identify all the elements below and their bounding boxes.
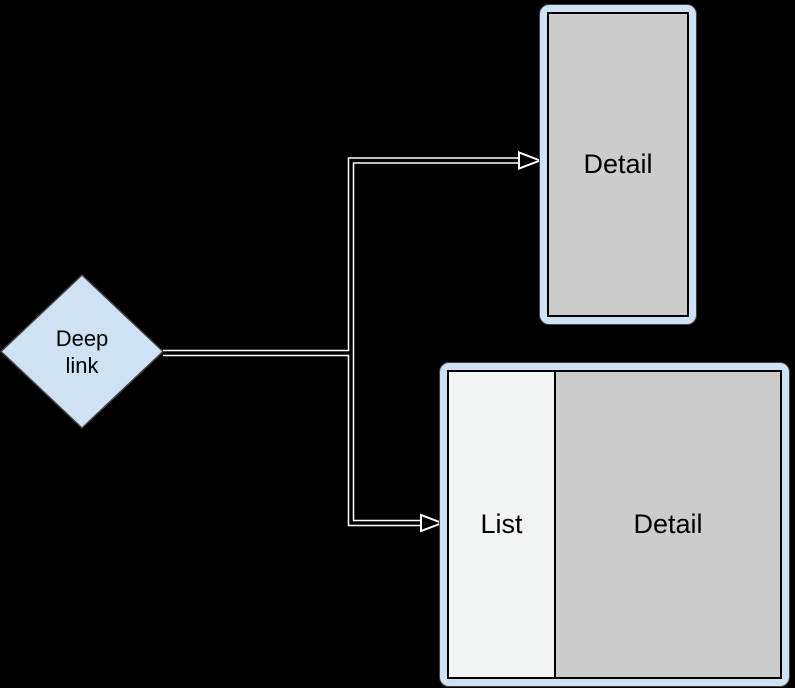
detail-screen-content: Detail <box>547 12 689 317</box>
list-pane: List <box>449 372 556 677</box>
list-detail-screen-frame: List Detail <box>439 362 790 687</box>
detail-side-pane: Detail <box>556 372 780 677</box>
detail-side-pane-label: Detail <box>633 509 703 539</box>
list-detail-screen-content: List Detail <box>447 370 782 679</box>
detail-screen-frame: Detail <box>539 4 697 325</box>
detail-pane-label: Detail <box>583 149 653 179</box>
detail-pane: Detail <box>549 14 687 315</box>
connector-branch-line <box>349 158 520 525</box>
deep-link-diamond <box>0 273 165 430</box>
arrowhead-to-detail-icon <box>518 151 543 170</box>
deep-link-label: Deep link <box>55 326 109 378</box>
arrowhead-to-list-detail-icon <box>420 513 445 533</box>
list-pane-label: List <box>480 509 523 539</box>
